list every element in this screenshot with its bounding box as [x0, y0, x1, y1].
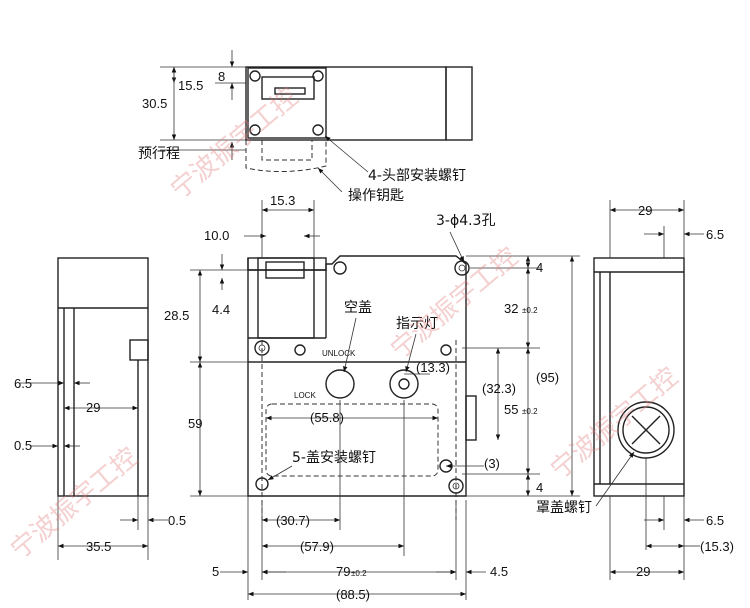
label-operating-key: 操作钥匙 — [348, 188, 404, 204]
dim-15-3-right: (15.3) — [700, 539, 734, 554]
label-indicator: 指示灯 — [396, 316, 438, 332]
dim-15-3: 15.3 — [270, 193, 295, 208]
dim-15-5: 15.5 — [178, 78, 203, 93]
watermark-text: 宁波振宇工控 — [165, 82, 304, 205]
label-head-screws: 4-头部安装螺钉 — [368, 168, 466, 184]
front-view: UNLOCK LOCK 15.3 10.0 28.5 59 4.4 4 — [164, 193, 580, 602]
dim-4-top: 4 — [536, 260, 543, 275]
dim-0-5-bottom: 0.5 — [168, 513, 186, 528]
dim-55: 55 — [504, 402, 518, 417]
dim-55-8: (55.8) — [310, 410, 344, 425]
dim-29-left: 29 — [86, 400, 100, 415]
dim-13-3: (13.3) — [416, 360, 450, 375]
dim-88-5: (88.5) — [336, 587, 370, 602]
dim-32-3: (32.3) — [482, 381, 516, 396]
dim-29-right-top: 29 — [638, 203, 652, 218]
dim-4-bottom: 4 — [536, 480, 543, 495]
dim-8: 8 — [218, 69, 225, 84]
dim-5: 5 — [212, 564, 219, 579]
dim-35-5: 35.5 — [86, 539, 111, 554]
label-lock: LOCK — [294, 391, 316, 400]
label-pre-travel: 预行程 — [138, 146, 180, 162]
label-holes: 3-ϕ4.3孔 — [436, 213, 495, 229]
dim-3: (3) — [484, 456, 500, 471]
dim-29-right-bottom: 29 — [636, 564, 650, 579]
dim-95: (95) — [536, 370, 559, 385]
dim-6-5-left: 6.5 — [14, 376, 32, 391]
top-view: 8 15.5 30.5 预行程 4-头部安装螺钉 操作钥匙 — [138, 50, 473, 204]
dim-4-4: 4.4 — [212, 302, 230, 317]
dim-30-5: 30.5 — [142, 96, 167, 111]
dim-79-tolerance: ±0.2 — [351, 569, 367, 578]
dim-4-5: 4.5 — [490, 564, 508, 579]
label-blank-cover: 空盖 — [344, 300, 372, 316]
watermark-text: 宁波振宇工控 — [545, 362, 684, 485]
dim-57-9: (57.9) — [300, 539, 334, 554]
dim-79: 79 — [336, 564, 350, 579]
dim-6-5-right-bottom: 6.5 — [706, 513, 724, 528]
label-cover-screw: 罩盖螺钉 — [536, 500, 592, 516]
dim-55-tolerance: ±0.2 — [522, 407, 538, 416]
dim-28-5: 28.5 — [164, 308, 189, 323]
label-unlock: UNLOCK — [322, 349, 356, 358]
dim-32: 32 — [504, 301, 518, 316]
dim-59: 59 — [188, 416, 202, 431]
dim-0-5-left: 0.5 — [14, 438, 32, 453]
dim-10-0: 10.0 — [204, 228, 229, 243]
dim-6-5-right-top: 6.5 — [706, 227, 724, 242]
label-cover-screws: 5-盖安装螺钉 — [292, 450, 376, 466]
dim-30-7: (30.7) — [276, 513, 310, 528]
watermark-layer: 宁波振宇工控 宁波振宇工控 宁波振宇工控 宁波振宇工控 — [5, 82, 684, 565]
dim-32-tolerance: ±0.2 — [522, 306, 538, 315]
right-side-view: 29 6.5 罩盖螺钉 6.5 (15.3) 29 — [536, 200, 734, 580]
left-side-view: 6.5 29 0.5 0.5 35.5 — [14, 257, 186, 560]
